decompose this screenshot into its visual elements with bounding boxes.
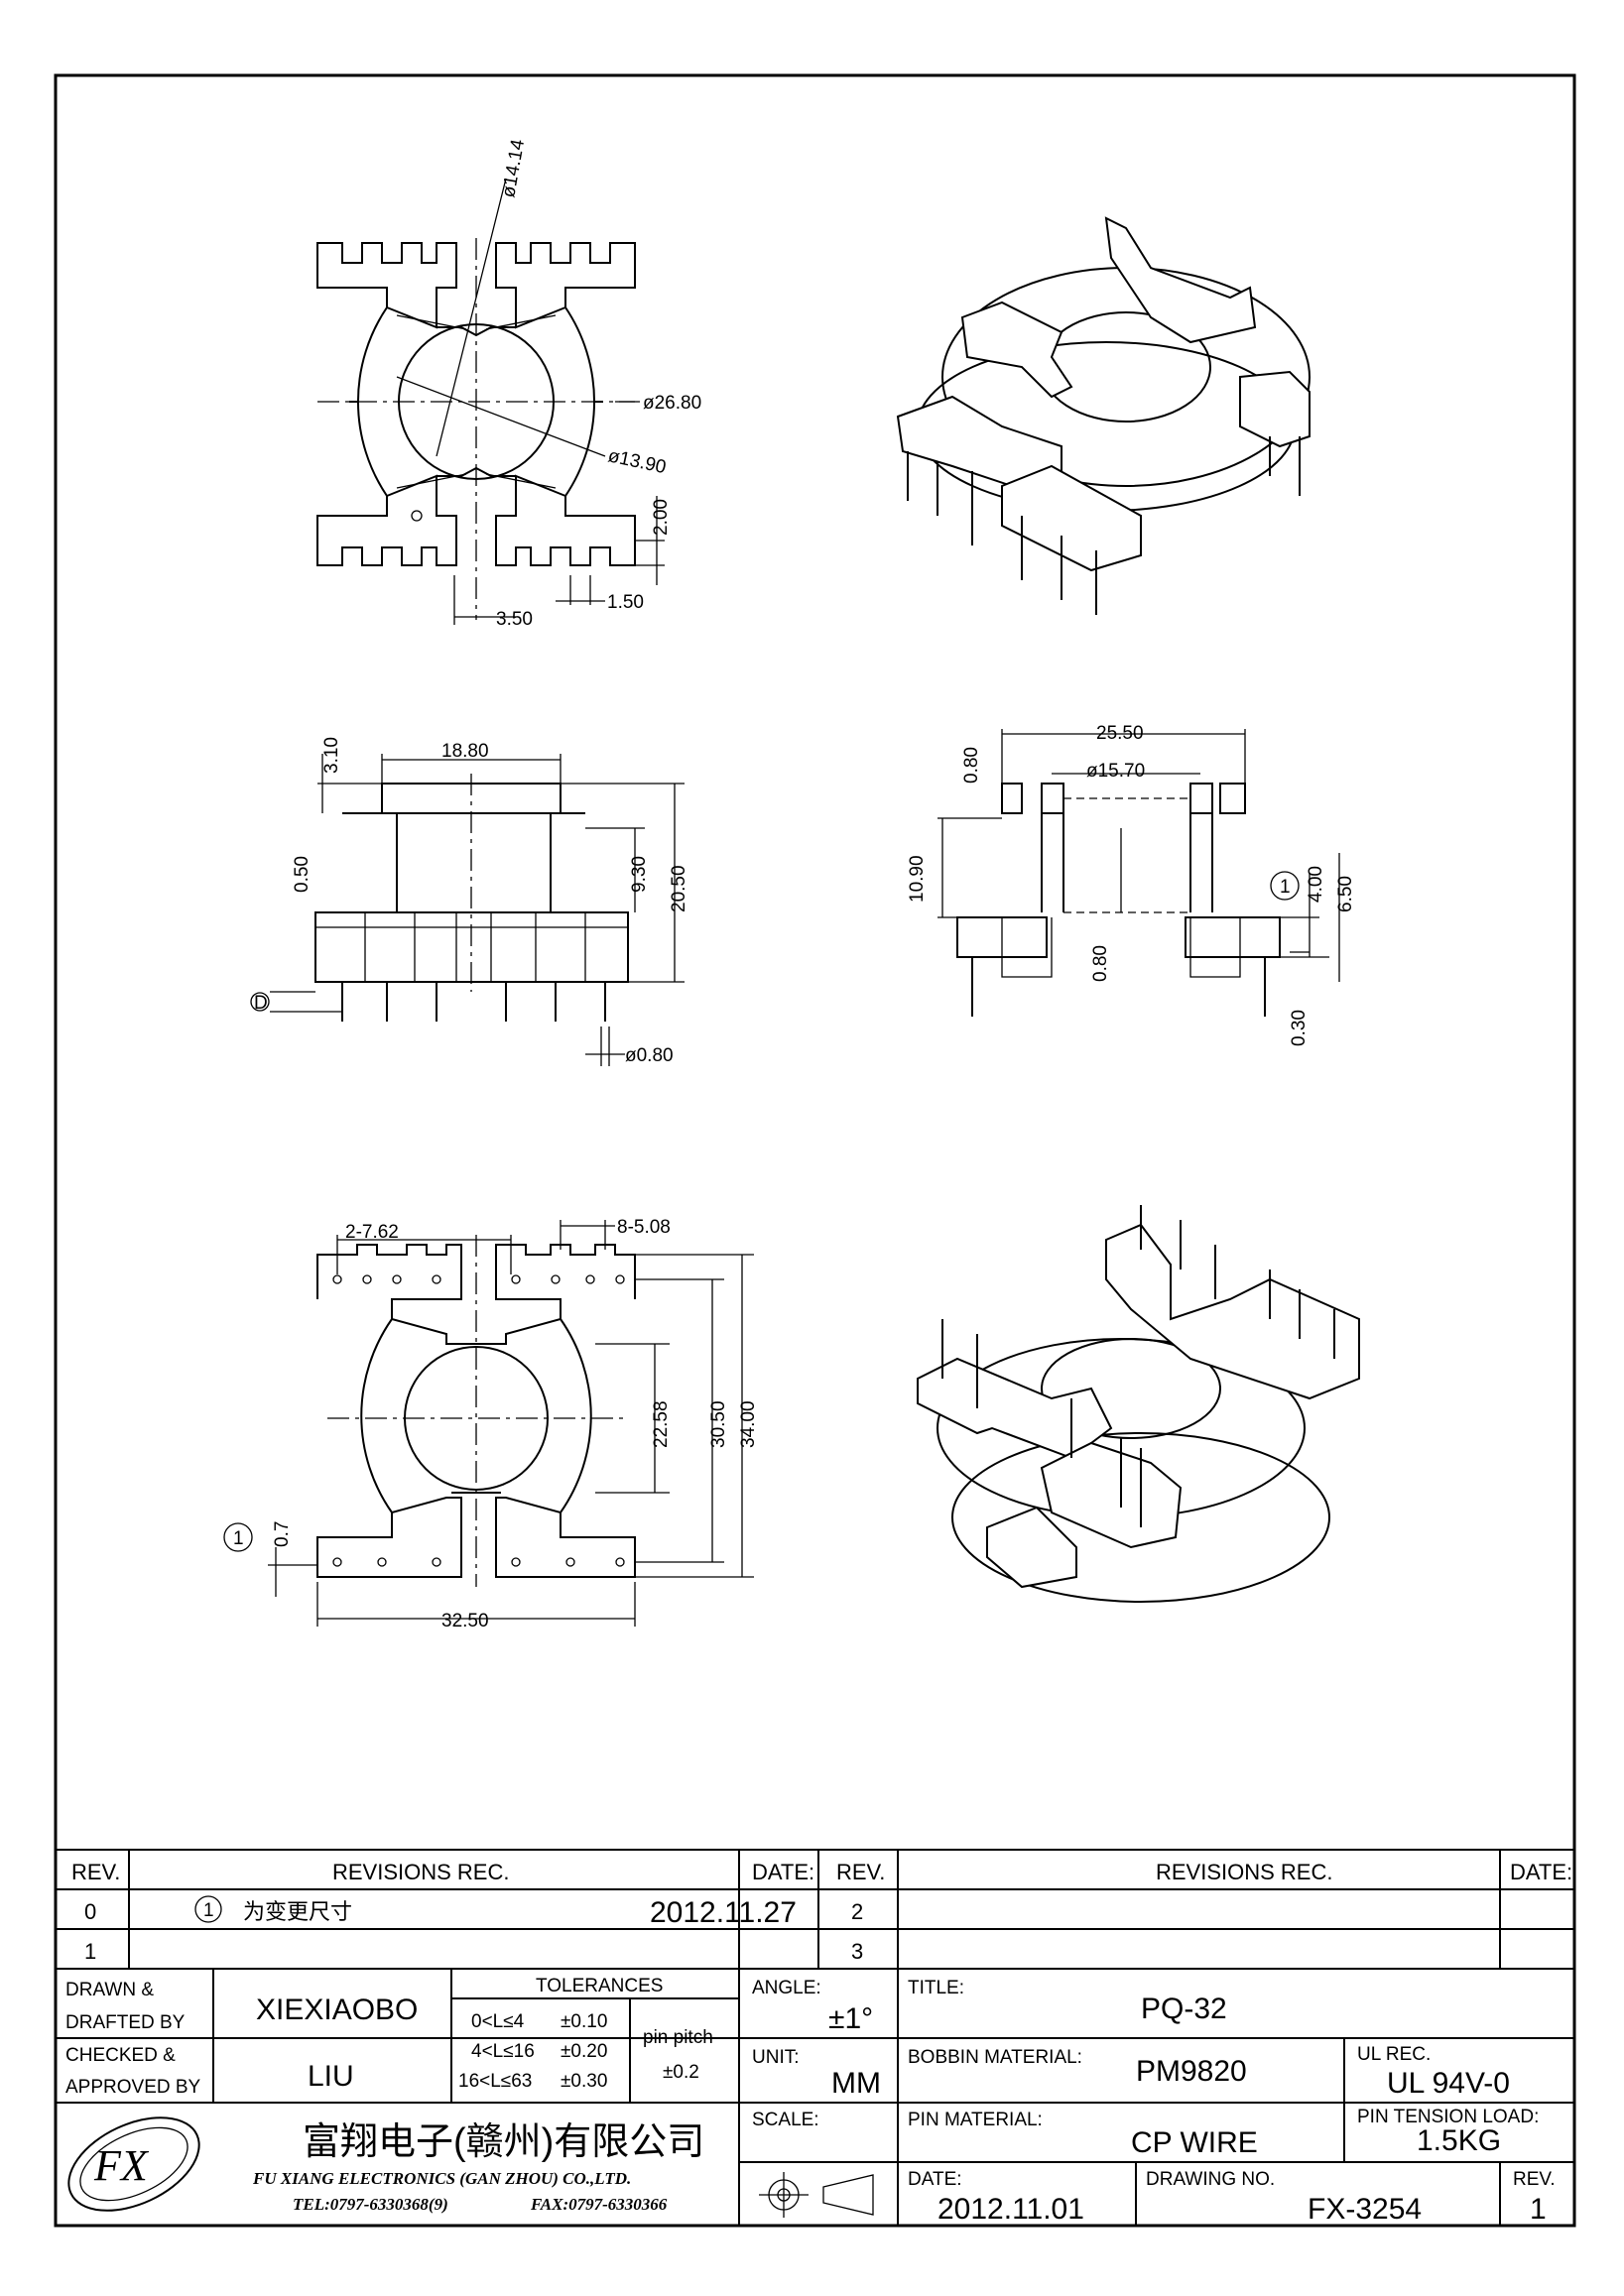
date-label: DATE: (908, 2169, 962, 2190)
dim-front-step: 0.50 (292, 856, 312, 893)
isometric-view-bottom (917, 1205, 1360, 1603)
pin-tension-label: PIN TENSION LOAD: (1357, 2107, 1539, 2127)
sheet-border (54, 73, 1576, 2228)
checked-label-2: APPROVED BY (65, 2077, 201, 2098)
drawn-label-2: DRAFTED BY (65, 2012, 186, 2033)
front-view: 18.80 3.10 0.50 9.30 20.50 D ø0.80 (250, 737, 689, 1066)
unit-value: MM (831, 2067, 881, 2100)
isometric-view-top (896, 216, 1311, 615)
rev-right-header: REV. (836, 1860, 885, 1884)
dim-side-total-width: 25.50 (1096, 723, 1144, 744)
dim-side-gap: 0.80 (1090, 945, 1111, 982)
rev-row-3: 3 (851, 1939, 863, 1964)
angle-label: ANGLE: (752, 1978, 821, 1998)
company-name-cn: 富翔电子(赣州)有限公司 (303, 2121, 704, 2163)
tol-range-0: 0<L≤4 (471, 2011, 525, 2032)
rev-row-0-marker: 1 (203, 1900, 214, 1921)
revisions-left-header: REVISIONS REC. (332, 1860, 509, 1884)
side-revision-marker: 1 (1280, 877, 1291, 898)
rev-row-1: 1 (84, 1939, 96, 1964)
tol-value-2: ±0.30 (561, 2071, 607, 2092)
revisions-right-header: REVISIONS REC. (1156, 1860, 1332, 1884)
dim-side-pin-length: 6.50 (1335, 876, 1356, 912)
date-value: 2012.11.01 (937, 2193, 1084, 2226)
rev-label: REV. (1513, 2169, 1556, 2190)
checked-label-1: CHECKED & (65, 2045, 176, 2066)
title-label: TITLE: (908, 1978, 964, 1998)
pin-tension-value: 1.5KG (1417, 2124, 1501, 2157)
pin-pitch-label: pin pitch (643, 2027, 713, 2048)
dim-front-total-height: 20.50 (669, 865, 689, 912)
dim-bottom-pin-span: 30.50 (708, 1400, 729, 1448)
date-right-header: DATE: (1510, 1860, 1572, 1884)
date-left-header: DATE: (752, 1860, 814, 1884)
company-logo: FX (67, 2116, 200, 2212)
angle-value: ±1° (828, 2002, 873, 2035)
drawn-label-1: DRAWN & (65, 1980, 154, 2000)
dim-side-core-diameter: ø15.70 (1086, 761, 1145, 782)
dim-top-core-diameter: ø14.14 (498, 138, 529, 199)
rev-left-header: REV. (71, 1860, 120, 1884)
datum-d: D (254, 993, 268, 1014)
bobbin-material-label: BOBBIN MATERIAL: (908, 2047, 1082, 2068)
dim-bottom-core-span: 22.58 (651, 1400, 672, 1448)
dim-front-winding-height: 9.30 (629, 856, 650, 893)
tol-range-1: 4<L≤16 (471, 2041, 535, 2062)
tol-range-2: 16<L≤63 (458, 2071, 532, 2092)
dim-top-slot-width: 1.50 (607, 592, 644, 613)
drawing-no-value: FX-3254 (1308, 2193, 1422, 2226)
pin-material-value: CP WIRE (1131, 2126, 1258, 2159)
dim-bottom-pitch-a: 2-7.62 (345, 1222, 399, 1243)
dim-top-flange-diameter: ø26.80 (643, 393, 701, 414)
bottom-view: 2-7.62 8-5.08 22.58 30.50 34.00 1 0.7 32… (223, 1217, 759, 1631)
tol-value-0: ±0.10 (561, 2011, 607, 2032)
dim-front-top-width: 18.80 (441, 741, 489, 762)
dim-side-flange-thickness: 0.80 (961, 747, 982, 784)
projection-symbol (759, 2172, 874, 2218)
rev-value: 1 (1530, 2193, 1547, 2226)
dim-top-slot-height: 2.00 (651, 499, 672, 536)
dim-bottom-offset: 0.7 (272, 1521, 293, 1547)
dim-side-pin-offset: 0.30 (1289, 1010, 1310, 1046)
ul-rec-label: UL REC. (1357, 2044, 1431, 2065)
dim-top-inner-diameter: ø13.90 (606, 445, 668, 478)
bottom-revision-marker: 1 (233, 1528, 244, 1549)
dim-side-upper-height: 10.90 (907, 855, 928, 903)
ul-rec-value: UL 94V-0 (1387, 2067, 1510, 2100)
unit-label: UNIT: (752, 2047, 800, 2068)
top-view: ø14.14 ø26.80 ø13.90 2.00 3.50 1.50 (316, 138, 701, 630)
checked-by: LIU (308, 2060, 354, 2093)
tolerances-label: TOLERANCES (536, 1976, 663, 1996)
dim-top-pin-offset: 3.50 (496, 609, 533, 630)
dim-front-pin-diameter: ø0.80 (625, 1045, 674, 1066)
rev-row-0-date: 2012.11.27 (650, 1896, 797, 1929)
dim-bottom-pitch-b: 8-5.08 (617, 1217, 671, 1238)
title-block: REV. REVISIONS REC. DATE: REV. REVISIONS… (56, 1849, 1574, 2226)
drawing-no-label: DRAWING NO. (1146, 2169, 1275, 2190)
dim-front-flange-height: 3.10 (321, 737, 342, 774)
drawn-by: XIEXIAOBO (256, 1994, 418, 2026)
pin-pitch-value: ±0.2 (663, 2062, 699, 2083)
rev-row-0: 0 (84, 1899, 96, 1924)
rev-row-2: 2 (851, 1899, 863, 1924)
bobbin-material-value: PM9820 (1136, 2055, 1247, 2088)
company-name-en: FU XIANG ELECTRONICS (GAN ZHOU) CO.,LTD. (252, 2169, 631, 2188)
dim-side-base-height: 4.00 (1306, 866, 1326, 903)
title-value: PQ-32 (1141, 1993, 1227, 2025)
rev-row-0-text: 为变更尺寸 (243, 1899, 352, 1924)
tol-value-1: ±0.20 (561, 2041, 607, 2062)
logo-text: FX (93, 2141, 150, 2190)
pin-material-label: PIN MATERIAL: (908, 2110, 1043, 2130)
dim-bottom-width: 32.50 (441, 1611, 489, 1631)
side-view: 25.50 ø15.70 0.80 10.90 4.00 6.50 1 0.80… (907, 723, 1356, 1046)
scale-label: SCALE: (752, 2110, 819, 2130)
dim-bottom-total-span: 34.00 (738, 1400, 759, 1448)
company-fax: FAX:0797-6330366 (530, 2195, 668, 2214)
company-tel: TEL:0797-6330368(9) (293, 2195, 448, 2214)
